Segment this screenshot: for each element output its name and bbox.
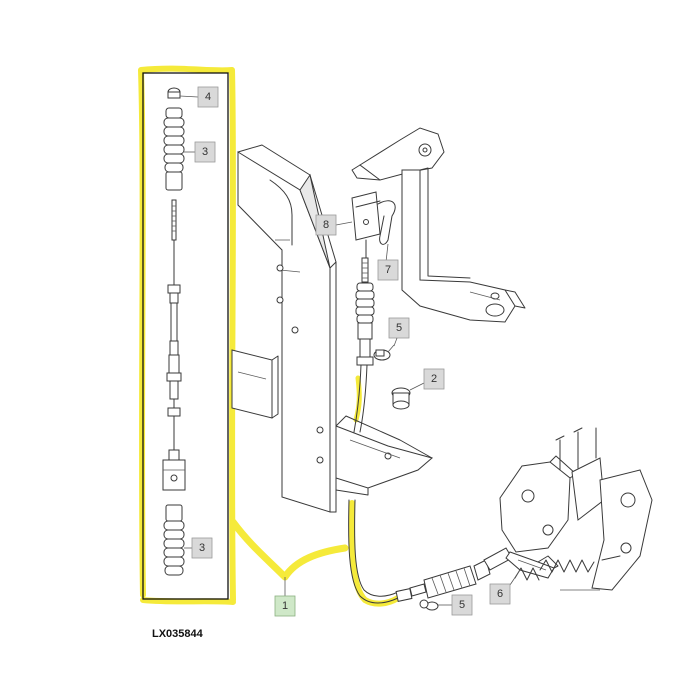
callout-1-label: 1: [282, 600, 288, 612]
exploded-view-highlight-frame: [138, 65, 236, 605]
linkage-assembly: [499, 427, 653, 591]
callout-5-upper[interactable]: 5: [388, 317, 410, 347]
exploded-view-frame: [142, 72, 229, 600]
plug-part: [391, 382, 425, 410]
callout-2[interactable]: 2: [423, 368, 445, 390]
callout-3-bottom-label: 3: [199, 542, 205, 554]
callout-3-bottom[interactable]: 3: [191, 537, 213, 559]
lower-cable-end: [409, 547, 513, 599]
pedal-assembly: [351, 127, 526, 323]
callout-5-upper-label: 5: [396, 322, 402, 334]
callout-4-label: 4: [205, 91, 211, 103]
callout-2-label: 2: [431, 373, 437, 385]
cable-callout-highlight: [229, 518, 349, 581]
lower-cable: [348, 499, 413, 604]
callout-3-top[interactable]: 3: [194, 141, 216, 163]
callout-6-label: 6: [497, 588, 503, 600]
callout-5-lower-label: 5: [459, 599, 465, 611]
top-boot-part: [163, 107, 195, 191]
bottom-boot-part: [163, 504, 195, 576]
callout-8[interactable]: 8: [315, 214, 353, 236]
callout-5-lower[interactable]: 5: [451, 594, 473, 616]
lower-cable-highlight: [348, 500, 401, 607]
inner-cable-part: [162, 199, 186, 491]
callout-1[interactable]: 1: [274, 577, 296, 617]
figure-id-label: LX035844: [152, 628, 204, 640]
lower-clip-part: [419, 599, 452, 611]
clevis-part: [351, 191, 381, 259]
upper-clip-part: [373, 344, 395, 361]
bracket-part: [505, 551, 559, 579]
exploded-cable-view: [142, 72, 229, 600]
callout-6[interactable]: 6: [489, 569, 521, 605]
callout-3-top-label: 3: [202, 146, 208, 158]
callout-4[interactable]: 4: [197, 86, 219, 108]
pin-part: [377, 200, 396, 263]
upper-cable-end: [353, 257, 375, 433]
frame-structure: [231, 144, 434, 513]
top-nut-part: [167, 87, 199, 99]
callout-7-label: 7: [385, 264, 391, 276]
callout-7[interactable]: 7: [377, 259, 399, 281]
callout-8-label: 8: [323, 219, 329, 231]
